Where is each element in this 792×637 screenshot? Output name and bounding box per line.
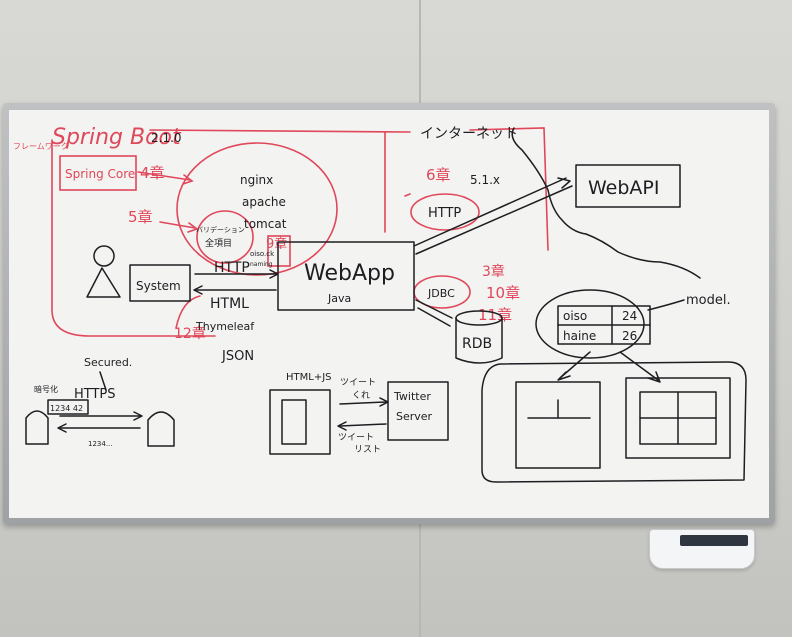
http-bubble-label: HTTP <box>428 206 461 221</box>
tomcat-label: tomcat <box>244 217 287 231</box>
tweet-request-label: ツイート <box>340 378 376 388</box>
spring-boot-title: Spring Boot <box>52 125 182 150</box>
oiso-label: oiso.ck <box>250 250 275 258</box>
table-row-2-value: 26 <box>622 329 637 343</box>
chapter-3-label: 3章 <box>482 263 505 280</box>
rdb-label: RDB <box>462 336 492 352</box>
json-label: JSON <box>221 349 254 364</box>
twitter-label: Twitter <box>393 390 431 403</box>
tweet-list-label-2: リスト <box>354 445 381 455</box>
spring-core-label: Spring Core <box>65 167 135 181</box>
chapter-11-label: 11章 <box>478 306 512 324</box>
chapter-12-label: 12章 <box>174 325 206 342</box>
java-label: Java <box>327 292 351 305</box>
system-label: System <box>136 279 181 293</box>
chapter-10-label: 10章 <box>486 284 520 302</box>
encrypt-label: 暗号化 <box>34 384 58 394</box>
cipher-text-label: 1234 42 <box>50 404 83 413</box>
webapp-label: WebApp <box>304 261 395 286</box>
tweet-list-label-1: ツイート <box>338 433 374 443</box>
jdbc-label: JDBC <box>427 287 455 300</box>
full-check-label: 全項目 <box>205 237 232 249</box>
html-js-label: HTML+JS <box>286 372 332 383</box>
server-label: Server <box>396 410 433 423</box>
chapter-9-label: 9章 <box>266 236 287 252</box>
table-row-1-value: 24 <box>622 309 637 323</box>
table-row-1-name: oiso <box>563 309 587 323</box>
html-response-label: HTML <box>210 296 249 312</box>
apache-label: apache <box>242 195 286 209</box>
marker-eraser <box>680 535 748 546</box>
https-label: HTTPS <box>74 387 116 402</box>
nginx-label: nginx <box>240 173 273 187</box>
chapter-5-label: 5章 <box>128 208 153 226</box>
model-label: model. <box>686 293 731 308</box>
chapter-6-label: 6章 <box>426 166 451 184</box>
secured-label: Secured. <box>84 356 132 369</box>
chapter-4-label: 4章 <box>140 164 165 182</box>
http-request-label: HTTP <box>214 260 250 276</box>
thymeleaf-label: Thymeleaf <box>195 320 255 333</box>
give-me-label: くれ <box>352 390 370 401</box>
internet-label: インターネット <box>420 126 518 142</box>
plain-text-label: 1234... <box>88 440 113 448</box>
framework-label: フレームワーク <box>13 142 69 151</box>
webapi-label: WebAPI <box>588 177 659 199</box>
version-51x-label: 5.1.x <box>470 173 500 187</box>
table-row-2-name: haine <box>563 329 596 343</box>
validation-label: バリデーション <box>196 225 245 234</box>
version-label: 2.1.0 <box>151 131 182 145</box>
naming-label: naming <box>250 261 273 268</box>
